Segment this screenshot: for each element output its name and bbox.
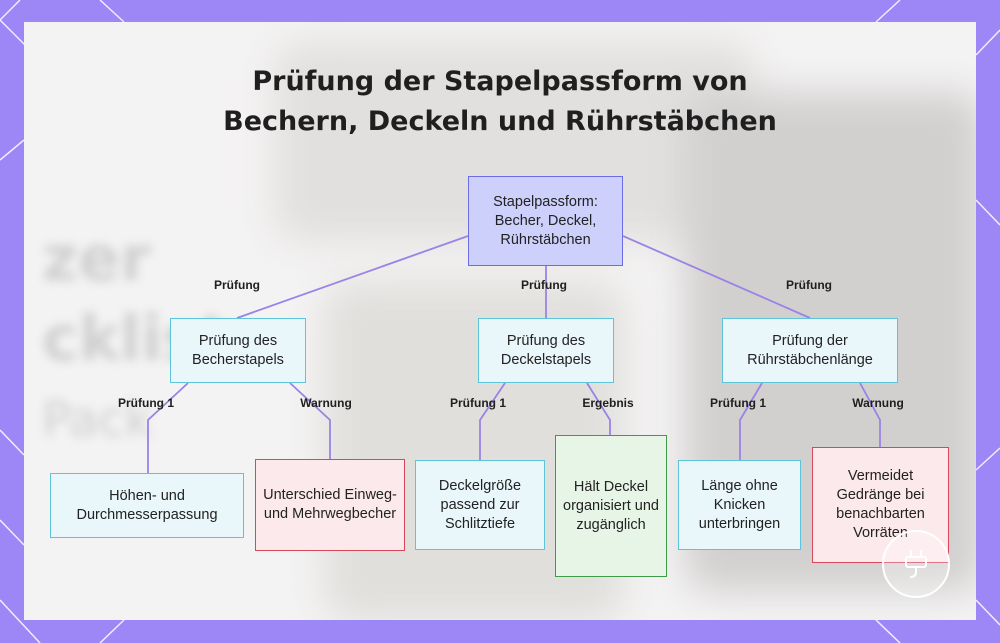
root-node: Stapelpassform: Becher, Deckel, Rührstäb… [468, 176, 623, 266]
becher-check-node: Prüfung des Becherstapels [170, 318, 306, 383]
edge-label: Prüfung 1 [710, 396, 766, 410]
background-text: zer [42, 222, 151, 295]
plug-icon [882, 530, 950, 598]
title-line-1: Prüfung der Stapelpassform von [252, 66, 748, 97]
edge-root-ruehr [622, 235, 811, 319]
edge-deckel-groesse [479, 382, 506, 460]
edge-label: Prüfung [214, 278, 260, 292]
diagram-title: Prüfung der Stapelpassform von Bechern, … [0, 62, 1000, 142]
deckel-check-node: Prüfung des Deckelstapels [478, 318, 614, 383]
edge-ruehr-vermeidet [859, 382, 881, 447]
background-text: Pack [42, 392, 153, 448]
laenge-node: Länge ohne Knicken unterbringen [678, 460, 801, 550]
edge-label: Warnung [300, 396, 352, 410]
haelt-result-node: Hält Deckel organisiert und zugänglich [555, 435, 667, 577]
deckelgroesse-node: Deckelgröße passend zur Schlitztiefe [415, 460, 545, 550]
edge-label: Prüfung 1 [450, 396, 506, 410]
edge-label: Prüfung [521, 278, 567, 292]
edge-becher-unterschied [289, 382, 331, 459]
edge-becher-hoehen [147, 382, 189, 473]
edge-deckel-haelt [586, 382, 611, 435]
edge-ruehr-laenge [739, 382, 763, 460]
hoehen-node: Höhen- und Durchmesserpassung [50, 473, 244, 538]
ruehr-check-node: Prüfung der Rührstäbchenlänge [722, 318, 898, 383]
edge-label: Ergebnis [582, 396, 634, 410]
edge-label: Prüfung 1 [118, 396, 174, 410]
edge-label: Warnung [852, 396, 904, 410]
edge-root-becher [236, 235, 469, 319]
unterschied-warning-node: Unterschied Einweg- und Mehrwegbecher [255, 459, 405, 551]
edge-label: Prüfung [786, 278, 832, 292]
title-line-2: Bechern, Deckeln und Rührstäbchen [223, 106, 777, 137]
